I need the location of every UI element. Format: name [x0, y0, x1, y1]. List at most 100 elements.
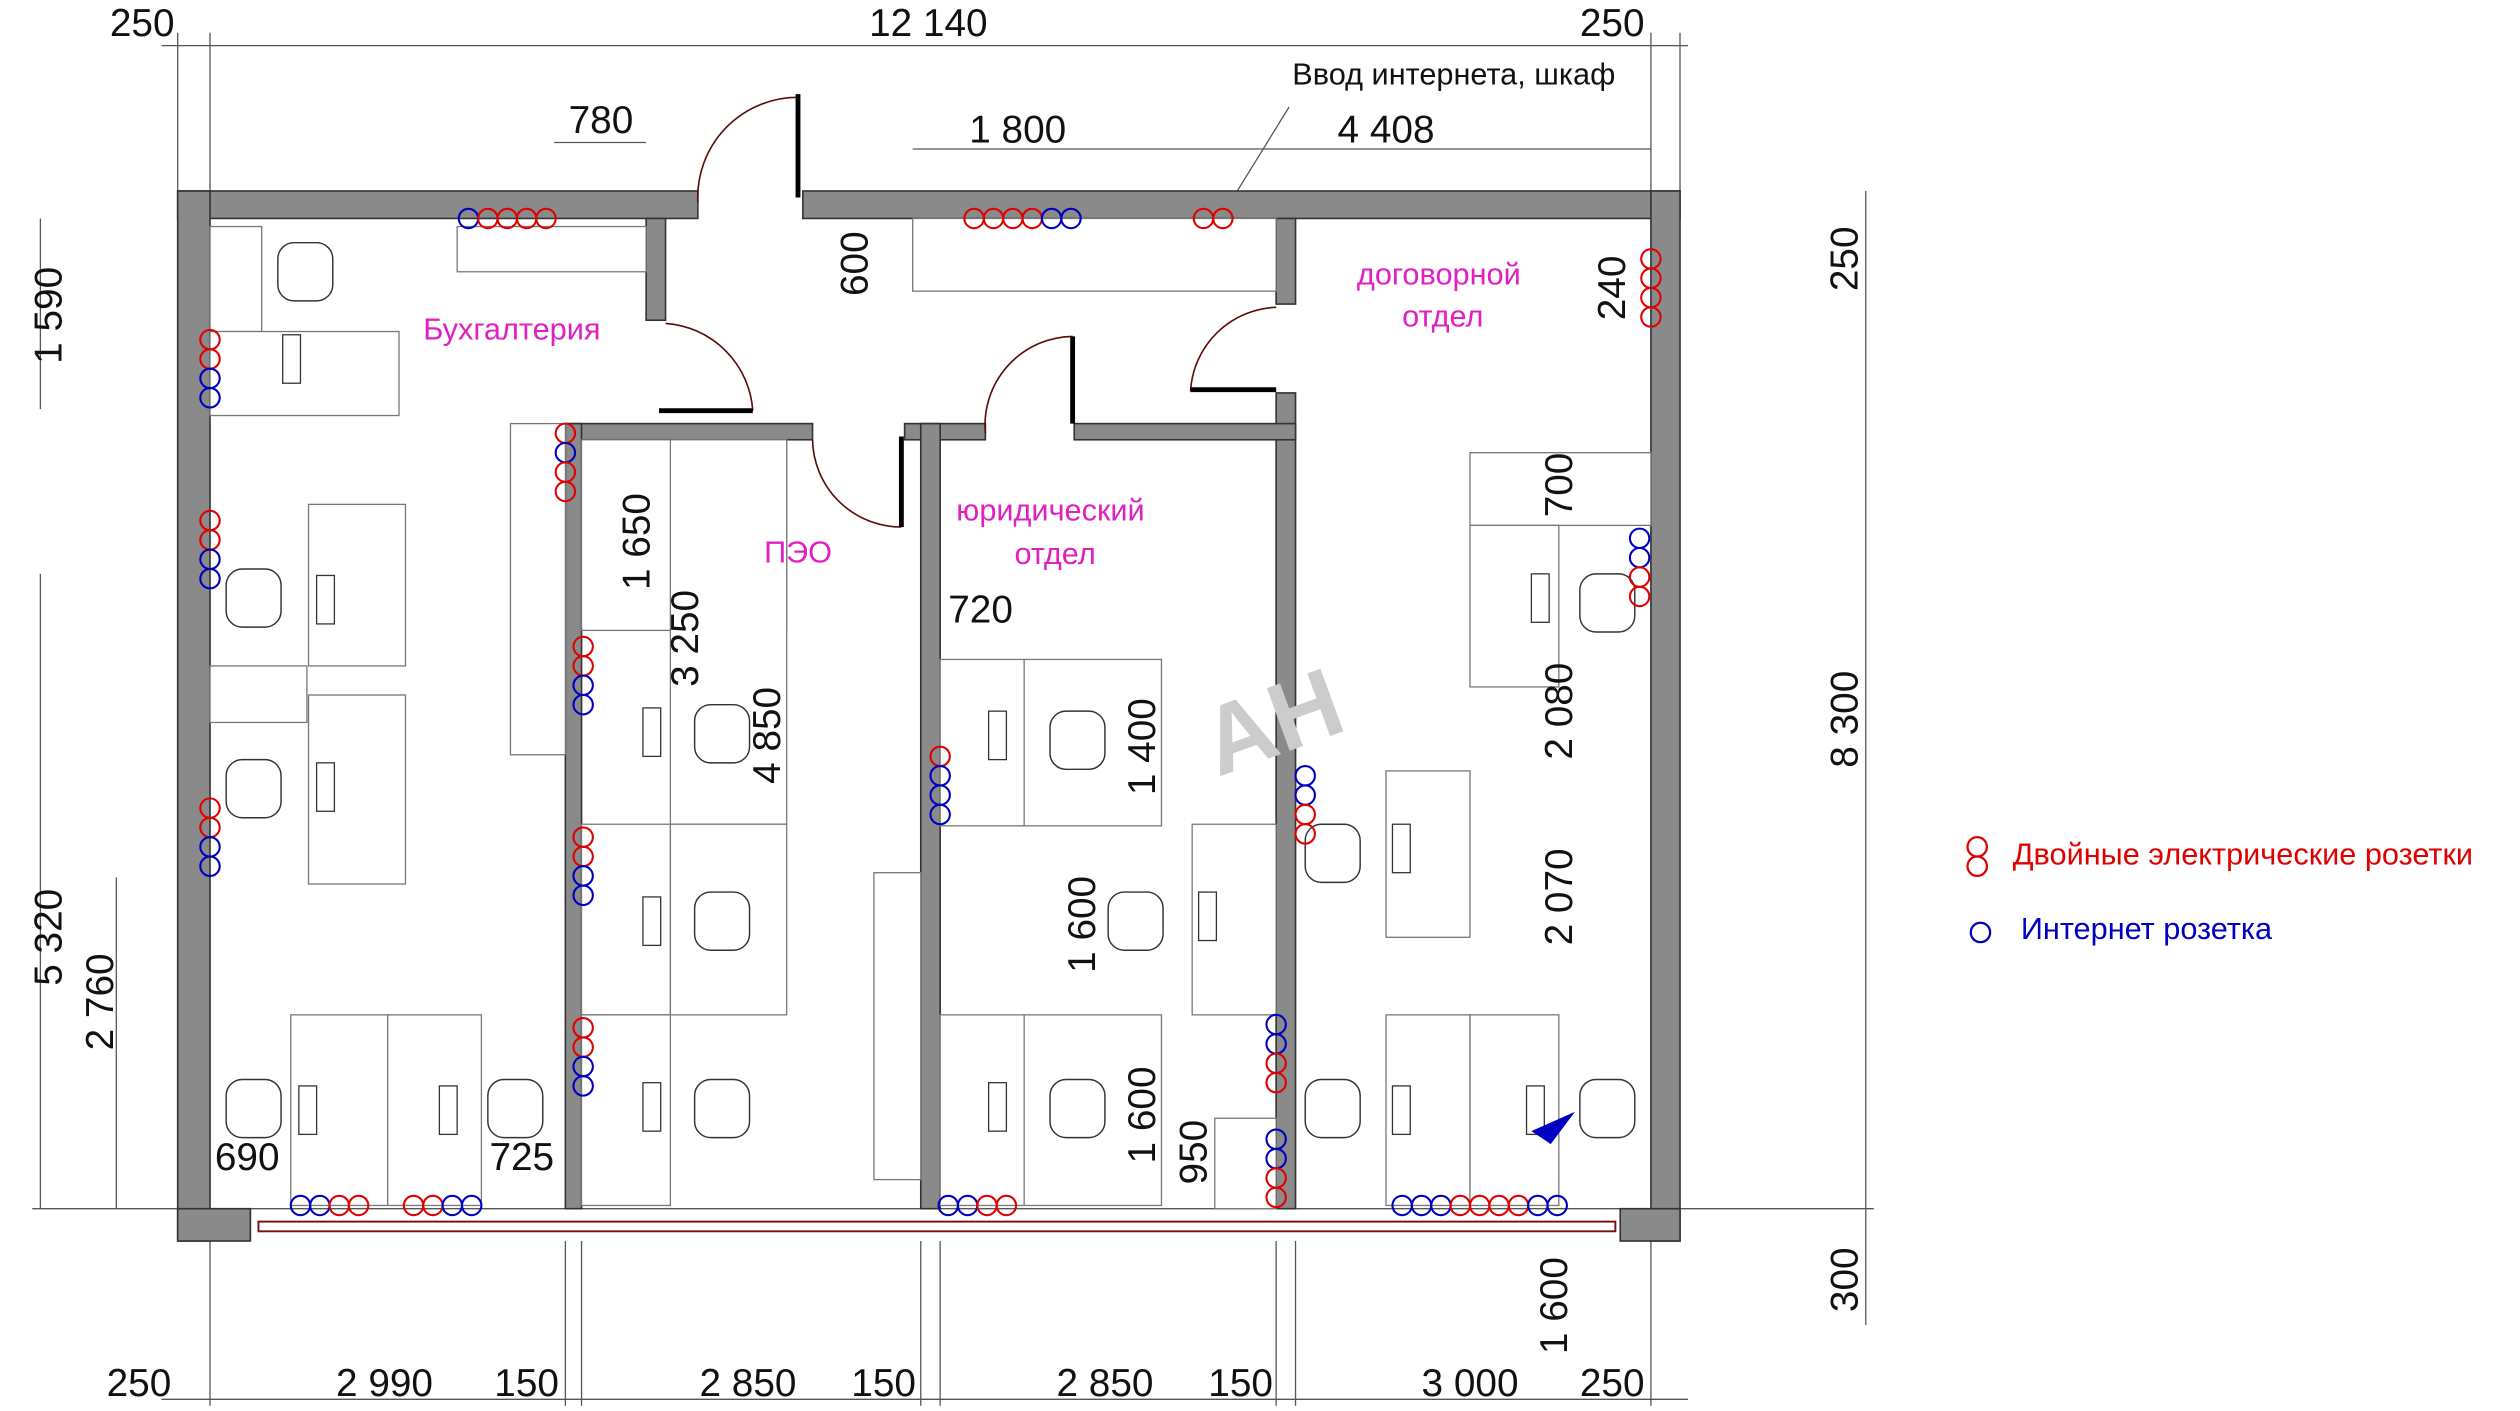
desk	[387, 1014, 483, 1207]
dimension-label: 250	[1580, 2, 1645, 45]
dimension-label: 8 300	[1824, 671, 1867, 768]
dimension-label: 1 400	[1121, 698, 1164, 795]
dimension-label: 250	[1824, 226, 1867, 291]
network-outlet-icon	[199, 855, 221, 877]
power-outlet-icon	[1294, 823, 1316, 845]
legend: Двойные электрические розетки Интернет р…	[1966, 836, 2473, 946]
network-outlet-icon	[929, 803, 951, 826]
dimension-label: 2 080	[1538, 663, 1581, 760]
chair-icon	[1304, 1078, 1361, 1139]
power-outlet-icon	[1265, 1186, 1287, 1209]
power-outlet-icon	[995, 1194, 1018, 1217]
outlet-group	[1265, 1128, 1287, 1209]
chair-icon	[225, 758, 282, 819]
outlet-group	[963, 207, 1082, 230]
chair-icon	[1107, 891, 1164, 951]
power-outlet-legend-icon	[1966, 836, 1989, 878]
outlet-group	[199, 328, 221, 409]
dimension-label: 2 070	[1538, 848, 1581, 945]
dimension-label: 2 990	[336, 1362, 433, 1405]
dimension-label: 12 140	[869, 2, 988, 45]
desk	[509, 422, 567, 756]
cable-entry-arrow-icon	[1531, 1111, 1575, 1145]
chair-icon	[1579, 1078, 1636, 1139]
outlet-group	[199, 509, 221, 590]
outlet-group	[1192, 207, 1234, 230]
dimension-label: 950	[1173, 1120, 1216, 1185]
computer-icon	[1530, 573, 1550, 623]
network-outlet-legend-icon	[1969, 921, 1992, 944]
dimension-label: 1 600	[1121, 1066, 1164, 1163]
outlet-group	[1294, 765, 1316, 845]
dimension-label: 3 000	[1422, 1362, 1519, 1405]
room-label-peo: ПЭО	[764, 535, 832, 570]
outlet-group	[1265, 1013, 1287, 1094]
desk	[912, 217, 1277, 292]
dimension-label: 720	[948, 588, 1013, 631]
desk	[1214, 1117, 1277, 1210]
outlet-group	[937, 1194, 1018, 1217]
outlet-group	[929, 745, 951, 826]
legend-power-label: Двойные электрические розетки	[2013, 837, 2473, 872]
dimension-label: 150	[851, 1362, 916, 1405]
computer-icon	[987, 710, 1008, 761]
outlet-group	[1628, 527, 1651, 608]
computer-icon	[1525, 1085, 1545, 1136]
dimension-label: 250	[107, 1362, 172, 1405]
network-outlet-icon	[572, 884, 594, 907]
outlet-group	[572, 826, 594, 907]
desk	[939, 1014, 1025, 1207]
chair-icon	[693, 1078, 751, 1139]
dimension-label: 1 590	[27, 267, 70, 364]
computer-icon	[1197, 891, 1218, 942]
room-label-legal-2: отдел	[1014, 536, 1095, 571]
desk	[1469, 452, 1652, 527]
dimension-label: 5 320	[27, 889, 70, 986]
dimension-label: 690	[215, 1136, 280, 1179]
network-outlet-icon	[572, 1075, 594, 1097]
computer-icon	[1391, 823, 1411, 874]
computer-icon	[282, 334, 302, 384]
computer-icon	[987, 1082, 1008, 1132]
dimension-label: 240	[1591, 256, 1634, 321]
network-outlet-icon	[460, 1194, 483, 1217]
dimension-label: 4 850	[746, 687, 789, 784]
computer-icon	[642, 707, 662, 758]
room-label-accounting: Бухгалтерия	[423, 312, 600, 347]
dimension-label: 1 650	[615, 493, 658, 590]
network-outlet-icon	[1294, 784, 1316, 806]
walls	[176, 190, 1681, 1242]
dimension-label: 250	[110, 2, 175, 45]
dimension-label: 700	[1538, 453, 1581, 518]
dimension-label: 1 600	[1061, 876, 1104, 973]
computer-icon	[298, 1085, 318, 1136]
legend-network-label: Интернет розетка	[2021, 911, 2273, 946]
dimension-label: 725	[489, 1136, 554, 1179]
computer-icon	[642, 1082, 662, 1132]
chair-icon	[1579, 573, 1636, 633]
power-outlet-icon	[1628, 566, 1651, 588]
chair-icon	[693, 703, 751, 764]
chair-icon	[693, 891, 751, 951]
watermark: АН	[1188, 646, 1357, 796]
computer-icon	[642, 896, 662, 947]
computer-icon	[315, 762, 336, 812]
desk	[1469, 1014, 1560, 1207]
computer-icon	[1391, 1085, 1411, 1136]
dimension-label: 2 850	[1056, 1362, 1153, 1405]
desk	[1023, 1014, 1163, 1207]
outlet-group	[457, 207, 557, 230]
power-outlet-icon	[554, 480, 577, 503]
desk	[456, 225, 647, 273]
network-outlet-icon	[199, 387, 221, 409]
dimension-label: 4 408	[1338, 109, 1435, 152]
furniture	[209, 217, 1652, 1210]
computer-icon	[315, 574, 336, 625]
desk	[873, 872, 922, 1181]
dimension-label: 3 250	[664, 590, 707, 687]
dimension-label: 150	[494, 1362, 559, 1405]
power-outlet-icon	[1265, 1071, 1287, 1094]
room-label-contracts: договорной	[1357, 257, 1521, 292]
network-outlet-icon	[1546, 1194, 1568, 1217]
